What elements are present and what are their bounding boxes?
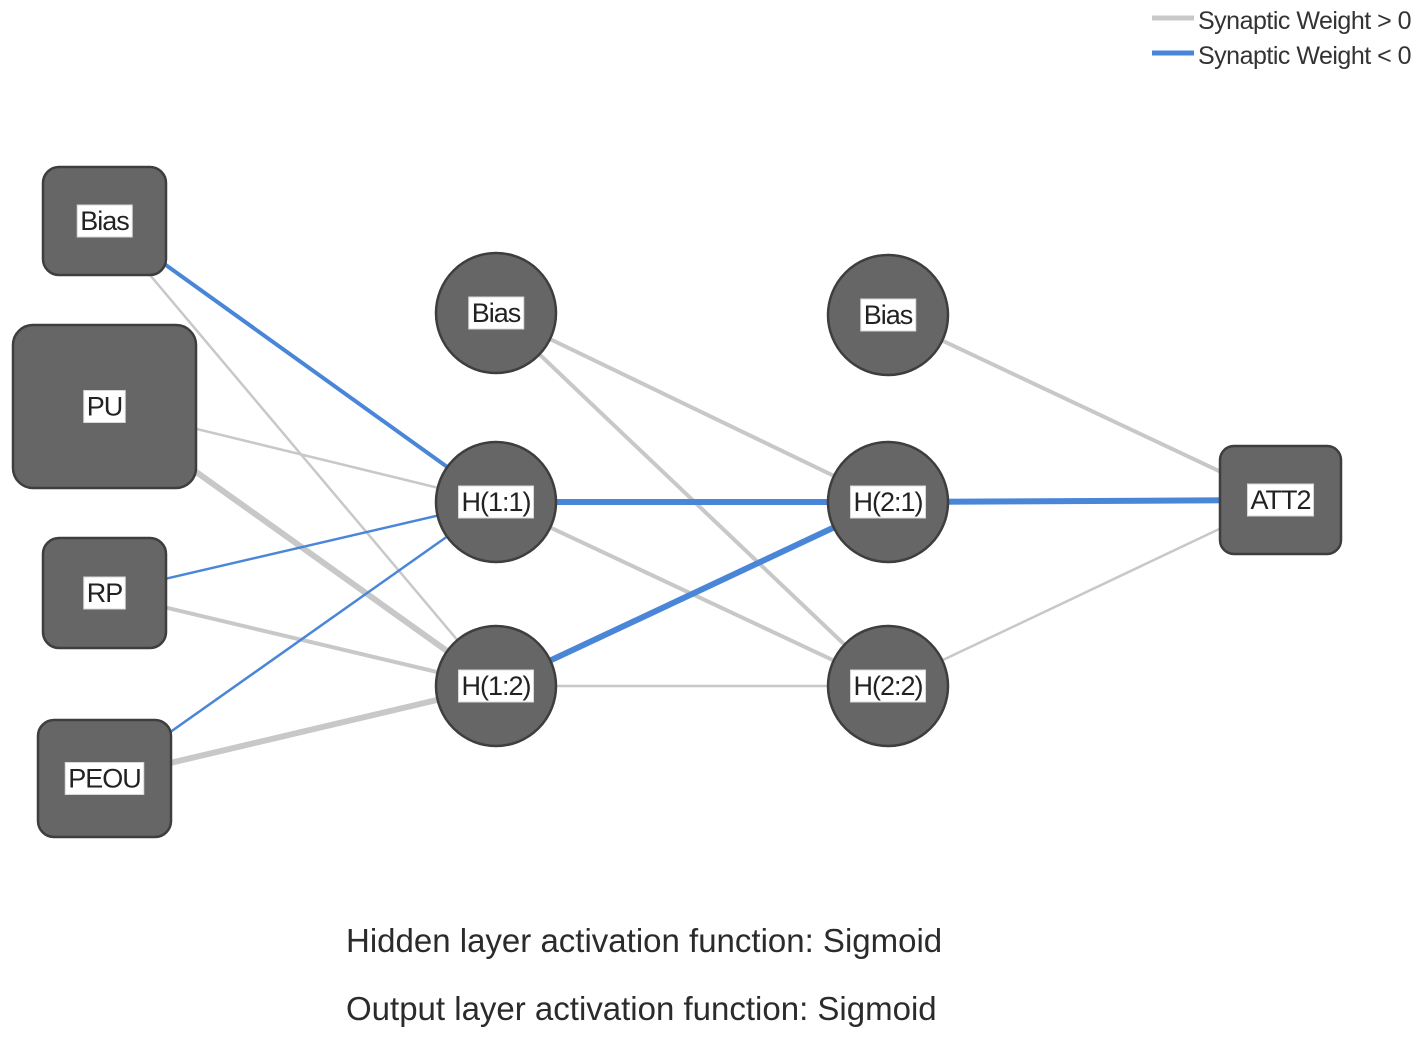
legend: Synaptic Weight > 0 Synaptic Weight < 0 [1152, 7, 1412, 70]
edge-hidden2_bias-to-att2 [886, 313, 1283, 502]
node-label-box [849, 485, 927, 519]
node-label: Bias [472, 298, 521, 328]
node-label: Bias [80, 206, 129, 236]
node-label-box [83, 390, 126, 423]
node-label-box [1246, 483, 1315, 517]
node-h21: H(2:1) [826, 440, 950, 564]
output-activation-note: Output layer activation function: Sigmoi… [346, 990, 937, 1027]
edge-rp-to-h11 [103, 500, 498, 595]
node-label-box [860, 298, 917, 332]
node-att2: ATT2 [1218, 444, 1343, 556]
node-label-box [457, 485, 535, 519]
node-label-box [64, 762, 145, 795]
edge-h22-to-att2 [886, 498, 1282, 688]
legend-negative-label: Synaptic Weight < 0 [1198, 42, 1411, 70]
edge-hidden1_bias-to-h21 [494, 311, 890, 504]
node-label-box [76, 204, 133, 238]
node-label: PEOU [68, 764, 141, 794]
node-label-box [468, 296, 525, 330]
node-h11: H(1:1) [434, 440, 558, 564]
node-input-bias: Bias [41, 165, 168, 277]
node-label: ATT2 [1250, 485, 1310, 515]
node-label: RP [87, 578, 123, 608]
node-label: PU [87, 392, 123, 422]
node-hidden1-bias: Bias [434, 251, 558, 375]
edge-input_bias-to-h11 [102, 219, 498, 504]
node-label: Bias [864, 300, 913, 330]
node-pu: PU [11, 323, 198, 490]
node-h22: H(2:2) [826, 624, 950, 748]
node-peou: PEOU [36, 718, 173, 839]
synaptic-weights [101, 219, 1284, 782]
node-label-box [457, 669, 535, 703]
node-label-box [849, 669, 927, 703]
edge-h12-to-h21 [493, 499, 891, 689]
node-label-box [83, 576, 126, 610]
legend-positive-label: Synaptic Weight > 0 [1198, 7, 1411, 35]
node-h12: H(1:2) [434, 624, 558, 748]
node-label: H(1:2) [461, 671, 530, 701]
node-label: H(2:1) [853, 487, 922, 517]
node-label: H(2:2) [853, 671, 922, 701]
node-hidden2-bias: Bias [826, 253, 950, 377]
node-label: H(1:1) [461, 487, 530, 517]
hidden-activation-note: Hidden layer activation function: Sigmoi… [346, 922, 943, 959]
node-rp: RP [41, 536, 168, 650]
edge-h21-to-att2 [885, 497, 1284, 505]
